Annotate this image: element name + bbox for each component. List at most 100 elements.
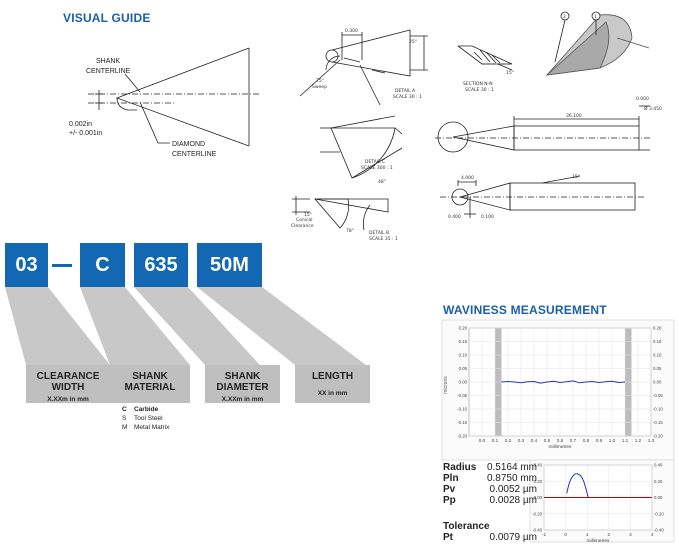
y-tick-label: 0.20 bbox=[534, 479, 543, 484]
code-clearance-box: 03 bbox=[5, 243, 48, 287]
x-tick-label: 0 bbox=[564, 532, 567, 537]
x-tick-label: 0.7 bbox=[570, 438, 577, 443]
section-nn-scale: SCALE 30 : 1 bbox=[465, 87, 494, 93]
section-angle-15: 15° bbox=[506, 70, 514, 76]
x-tick-label: 0.6 bbox=[557, 438, 564, 443]
y-tick-label: -0.05 bbox=[457, 393, 467, 398]
waviness-ylabel: microns bbox=[443, 376, 449, 394]
detail-a-label: DETAIL A bbox=[395, 88, 416, 94]
x-tick-label: 0.0 bbox=[479, 438, 486, 443]
y-tick-label: -0.20 bbox=[457, 434, 467, 439]
label-title-line1: SHANK bbox=[224, 371, 261, 382]
cone-render bbox=[545, 11, 650, 76]
detail-b-label: DETAIL B bbox=[369, 230, 389, 236]
label-sub: X.XXm in mm bbox=[221, 396, 264, 403]
angle-25: 25° bbox=[409, 39, 417, 45]
y-tick-label: 0.00 bbox=[534, 495, 543, 500]
detail-b-scale: SCALE 35 : 1 bbox=[369, 236, 398, 242]
offset-label-2: +/- 0.001in bbox=[69, 130, 102, 137]
y-tick-label-right: 0.10 bbox=[653, 353, 662, 358]
y-tick-label: 0.10 bbox=[459, 353, 468, 358]
dim-0000: 0.000 bbox=[636, 96, 649, 102]
y-tick-label-right: 0.15 bbox=[653, 339, 662, 344]
y-tick-label: 0.00 bbox=[459, 380, 468, 385]
code-material-box: C bbox=[80, 243, 125, 287]
code-diameter-box: 635 bbox=[134, 243, 188, 287]
angle-15-main: 15° bbox=[572, 174, 580, 180]
section-nn-label: SECTION N-N bbox=[463, 81, 493, 87]
label-title-line1: CLEARANCE bbox=[36, 371, 100, 382]
x-tick-label: 0.3 bbox=[518, 438, 525, 443]
angle-78: 78° bbox=[346, 228, 354, 234]
code-length-box: 50M bbox=[197, 243, 262, 287]
y-tick-label-right: -0.05 bbox=[653, 393, 663, 398]
y-tick-label: -0.15 bbox=[457, 420, 467, 425]
y-tick-label: 0.20 bbox=[459, 326, 468, 331]
shank-lower-view bbox=[440, 175, 645, 218]
x-tick-label: 0.4 bbox=[531, 438, 538, 443]
sweep-label: Sweep bbox=[312, 84, 327, 90]
y-tick-label: 0.05 bbox=[459, 366, 468, 371]
x-axis-label: millimetres bbox=[549, 444, 573, 450]
code-dash bbox=[52, 264, 72, 267]
x-tick-label: 1 bbox=[586, 532, 589, 537]
y-tick-label: -0.10 bbox=[457, 407, 467, 412]
detail-c-label: DETAIL C bbox=[365, 159, 385, 165]
diamond-centerline-label-1: DIAMOND bbox=[172, 141, 205, 148]
dim-4000: 4.000 bbox=[461, 175, 474, 181]
dim-0300: 0.300 bbox=[345, 28, 358, 34]
label-length: LENGTH XX in mm bbox=[295, 365, 370, 403]
x-tick-label: 1.2 bbox=[635, 438, 642, 443]
x-tick-label: 0.5 bbox=[544, 438, 551, 443]
dim-3450: Ø 3.450 bbox=[644, 105, 662, 112]
x-axis-label: millimetres bbox=[587, 538, 611, 544]
conical-label: Conical bbox=[296, 217, 312, 223]
y-tick-label-right: 0.40 bbox=[654, 463, 663, 468]
x-tick-label: 0.2 bbox=[505, 438, 512, 443]
conical-angle-15: 15° bbox=[304, 212, 312, 218]
label-title-line2: MATERIAL bbox=[124, 382, 176, 393]
x-tick-label: 1.1 bbox=[622, 438, 629, 443]
x-tick-label: 4 bbox=[651, 532, 654, 537]
y-tick-label: 0.15 bbox=[459, 339, 468, 344]
y-tick-label-right: -0.40 bbox=[654, 528, 664, 533]
y-tick-label-right: 0.00 bbox=[653, 380, 662, 385]
series-line bbox=[501, 380, 626, 384]
y-tick-label-right: 0.05 bbox=[653, 366, 662, 371]
label-title-line2: DIAMETER bbox=[216, 382, 269, 393]
dim-0100: 0.100 bbox=[481, 214, 494, 220]
x-tick-label: 1.0 bbox=[609, 438, 616, 443]
x-tick-label: 0.9 bbox=[596, 438, 603, 443]
label-sub: XX in mm bbox=[317, 390, 348, 397]
label-sub: X.XXm in mm bbox=[47, 396, 89, 403]
clearance-label: Clearance bbox=[291, 223, 314, 229]
detail-c-scale: SCALE 300 : 1 bbox=[361, 165, 393, 171]
y-tick-label: -0.20 bbox=[532, 511, 542, 516]
visual-guide-title: VISUAL GUIDE bbox=[63, 11, 151, 25]
dim-0400: 0.400 bbox=[448, 214, 461, 220]
x-tick-label: -1 bbox=[542, 532, 547, 537]
y-tick-label-right: -0.10 bbox=[653, 407, 663, 412]
label-title-line1: LENGTH bbox=[311, 371, 354, 382]
tolerance-title: Tolerance bbox=[443, 521, 490, 532]
x-tick-label: 2 bbox=[608, 532, 611, 537]
y-tick-label-right: -0.20 bbox=[654, 511, 664, 516]
series-line bbox=[566, 473, 589, 498]
